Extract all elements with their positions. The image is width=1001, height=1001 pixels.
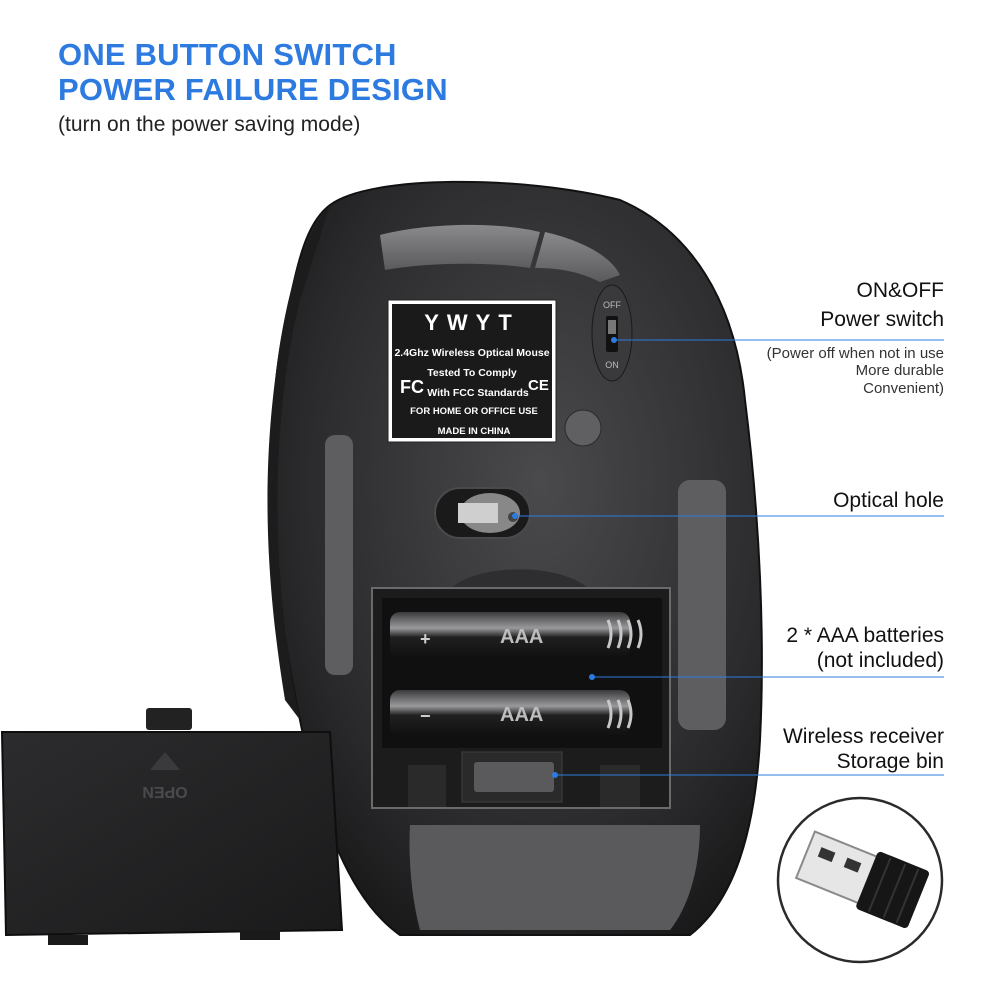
usb-receiver-inset bbox=[776, 796, 944, 964]
battery-polarity: − bbox=[420, 706, 431, 726]
callout-title: ON&OFF bbox=[856, 279, 945, 302]
callout-note: (Power off when not in use bbox=[766, 344, 944, 362]
callout-note: More durable bbox=[855, 362, 944, 380]
plate-line: 2.4Ghz Wireless Optical Mouse bbox=[394, 347, 549, 359]
callout-batteries: 2 * AAA batteries (not included) bbox=[786, 624, 944, 674]
mouse-foot bbox=[325, 435, 353, 675]
plate-line: With FCC Standards bbox=[427, 387, 529, 399]
mouse-foot bbox=[535, 232, 620, 282]
plate-line: MADE IN CHINA bbox=[438, 426, 511, 437]
switch-off-mark: OFF bbox=[603, 300, 621, 310]
battery-polarity: + bbox=[420, 629, 431, 649]
battery-label: AAA bbox=[500, 704, 543, 726]
callout-title: Storage bin bbox=[836, 749, 944, 773]
plate-line: FOR HOME OR OFFICE USE bbox=[410, 406, 538, 417]
optical-sensor bbox=[434, 487, 531, 539]
receiver-in-bin bbox=[474, 762, 554, 792]
battery-cover: OPEN bbox=[0, 708, 344, 945]
brand-logo: YWYT bbox=[424, 310, 520, 335]
switch-on-mark: ON bbox=[605, 360, 619, 370]
callout-optical-hole: Optical hole bbox=[833, 489, 944, 514]
label-plate: YWYT 2.4Ghz Wireless Optical Mouse Teste… bbox=[387, 299, 557, 443]
mouse-foot bbox=[678, 480, 726, 730]
callout-power-switch: ON&OFF Power switch (Power off when not … bbox=[767, 279, 944, 398]
ce-mark: CE bbox=[528, 377, 549, 394]
headline-line-2: POWER FAILURE DESIGN bbox=[58, 72, 448, 107]
headline-line-1: ONE BUTTON SWITCH bbox=[58, 37, 397, 72]
fcc-mark: FC bbox=[400, 377, 424, 397]
callout-title: Optical hole bbox=[833, 489, 944, 512]
plate-line: Tested To Comply bbox=[427, 367, 517, 379]
callout-title: Wireless receiver bbox=[782, 725, 944, 748]
mouse-foot bbox=[409, 825, 700, 930]
mouse-foot bbox=[380, 224, 540, 270]
power-switch[interactable]: OFF ON bbox=[591, 284, 633, 382]
arrow-icon bbox=[150, 752, 180, 770]
callout-title: 2 * AAA batteries bbox=[786, 624, 944, 647]
headline-subtitle: (turn on the power saving mode) bbox=[58, 113, 361, 136]
callout-lines bbox=[512, 337, 944, 778]
mouse-bottom: YWYT 2.4Ghz Wireless Optical Mouse Teste… bbox=[267, 180, 763, 936]
battery-label: AAA bbox=[500, 626, 543, 648]
callout-title: (not included) bbox=[816, 648, 944, 672]
reset-button bbox=[564, 409, 602, 447]
open-text: OPEN bbox=[142, 783, 187, 800]
callout-note: Convenient) bbox=[863, 379, 944, 397]
battery bbox=[390, 612, 630, 658]
battery bbox=[390, 690, 630, 736]
battery-compartment: + AAA − AAA bbox=[371, 587, 671, 809]
callout-title: Power switch bbox=[820, 307, 944, 331]
callout-receiver: Wireless receiver Storage bin bbox=[783, 725, 944, 775]
